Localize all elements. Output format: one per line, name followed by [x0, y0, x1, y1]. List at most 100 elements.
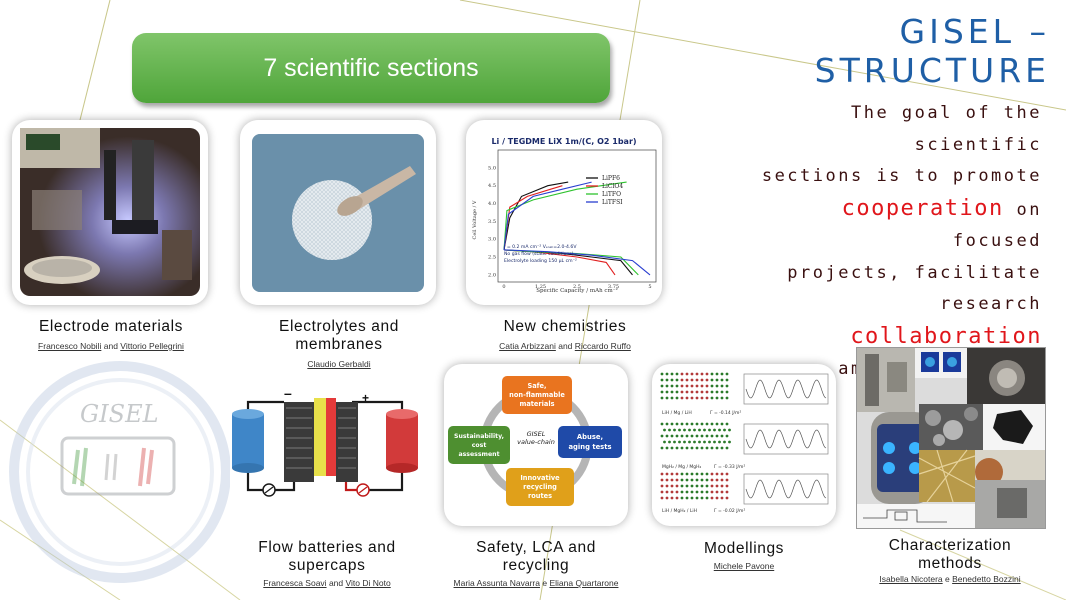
- atom-dot: [710, 496, 714, 500]
- leader-name[interactable]: Michele Pavone: [713, 561, 775, 571]
- atom-dot: [705, 446, 709, 450]
- oscillation-line: [745, 479, 827, 499]
- conjunction: e: [542, 578, 548, 588]
- leader-name[interactable]: Maria Assunta Navarra: [453, 578, 540, 588]
- atom-dot: [708, 428, 711, 432]
- atom-dot: [728, 428, 731, 432]
- atom-dot: [695, 472, 699, 476]
- atom-dot: [705, 384, 709, 388]
- atom-dot: [720, 496, 724, 500]
- atom-dot: [665, 446, 669, 450]
- atom-dot: [685, 372, 689, 376]
- atom-dot: [670, 384, 674, 388]
- leader-name[interactable]: Catia Arbizzani: [499, 341, 556, 351]
- oscillation-line: [745, 429, 827, 449]
- chemistries-chart-card: Li / TEGDME LiX 1m/(C, O2 1bar) Cell Vol…: [466, 120, 662, 305]
- atom-dot: [670, 472, 674, 476]
- y-tick-label: 3.5: [488, 219, 496, 225]
- leader-name[interactable]: Isabella Nicotera: [879, 574, 943, 584]
- leader-name[interactable]: Vittorio Pellegrini: [120, 341, 184, 351]
- legend-label: LiClO4: [602, 183, 623, 190]
- box-text: cost: [472, 442, 487, 449]
- chart-note-2: No gas flow (static conditions): [504, 251, 574, 257]
- atom-dot: [713, 428, 716, 432]
- leader-name[interactable]: Vito Di Noto: [345, 578, 391, 588]
- x-tick-label: 0: [502, 284, 505, 290]
- plot-box: [743, 473, 829, 505]
- atom-dot: [690, 378, 694, 382]
- logo-text: GISEL: [80, 400, 159, 428]
- atom-dot: [660, 422, 664, 426]
- atom-dot: [685, 384, 689, 388]
- series-line-litfsi: [503, 181, 592, 250]
- atom-dot: [663, 440, 666, 444]
- atom-dot: [695, 496, 699, 500]
- atom-dot: [690, 390, 694, 394]
- legend-label: LiTFSI: [602, 199, 623, 206]
- atom-dot: [703, 440, 706, 444]
- atom-dot: [675, 446, 679, 450]
- atom-dot: [725, 490, 729, 494]
- leader-name[interactable]: Claudio Gerbaldi: [307, 359, 371, 369]
- atom-dot: [705, 496, 709, 500]
- atom-dot: [665, 396, 669, 400]
- atom-dot: [715, 472, 719, 476]
- goal-line-5: research collaboration: [760, 289, 1042, 354]
- value-chain-center-1: GISEL: [527, 430, 546, 438]
- conjunction: and: [558, 341, 573, 351]
- leader-name[interactable]: Eliana Quartarone: [549, 578, 619, 588]
- electrode-materials-image: [12, 120, 208, 305]
- series-line-lipf6: [503, 181, 569, 250]
- atom-dot: [680, 384, 684, 388]
- atom-dot: [690, 490, 694, 494]
- section-title-flow: Flow batteries and supercaps: [214, 539, 440, 575]
- plot-frame: [497, 149, 657, 283]
- box-text: Innovative: [520, 474, 560, 482]
- atom-dot: [725, 434, 729, 438]
- atom-dot: [720, 396, 724, 400]
- model-label: Γ = -0.33 J/m²: [714, 464, 745, 470]
- atom-dot: [705, 422, 709, 426]
- leader-name[interactable]: Francesca Soavi: [263, 578, 327, 588]
- electrolytes-image: [240, 120, 436, 305]
- atom-dot: [665, 378, 669, 382]
- box-text: materials: [519, 400, 554, 408]
- atom-dot: [660, 378, 664, 382]
- atom-dot: [690, 472, 694, 476]
- atom-dot: [680, 478, 684, 482]
- sections-banner: 7 scientific sections: [132, 33, 610, 103]
- atom-dot: [680, 490, 684, 494]
- title-line: methods: [918, 555, 982, 572]
- goal-line-2: sections is to promote: [761, 166, 1042, 186]
- leader-name[interactable]: Francesco Nobili: [38, 341, 102, 351]
- atom-dot: [690, 434, 694, 438]
- conjunction: and: [328, 578, 344, 588]
- model-label: LiH / MgH₂ / LiH: [662, 508, 697, 514]
- atom-dot: [660, 372, 664, 376]
- leader-name[interactable]: Benedetto Bozzini: [952, 574, 1021, 584]
- atom-dot: [713, 440, 716, 444]
- atom-dot: [670, 484, 674, 488]
- atom-dot: [670, 446, 674, 450]
- atom-dot: [675, 496, 679, 500]
- atom-dot: [720, 484, 724, 488]
- atom-dot: [670, 496, 674, 500]
- atom-dot: [680, 446, 684, 450]
- leader-name[interactable]: Riccardo Ruffo: [574, 341, 631, 351]
- atom-dot: [660, 478, 664, 482]
- y-tick-label: 2.5: [488, 255, 496, 261]
- atom-dot: [675, 378, 679, 382]
- atom-dot: [688, 440, 691, 444]
- box-text: routes: [528, 492, 552, 500]
- atom-dot: [715, 390, 719, 394]
- section-leaders-electrolytes: Claudio Gerbaldi: [228, 359, 450, 369]
- atom-dot: [675, 396, 679, 400]
- section-leaders-safety: Maria Assunta Navarra e Eliana Quartaron…: [424, 578, 648, 588]
- atom-dot: [715, 396, 719, 400]
- atom-dot: [720, 446, 724, 450]
- atom-dot: [710, 422, 714, 426]
- atom-dot: [715, 384, 719, 388]
- sustainability-box: [448, 426, 510, 464]
- atom-dot: [680, 472, 684, 476]
- atom-dot: [728, 440, 731, 444]
